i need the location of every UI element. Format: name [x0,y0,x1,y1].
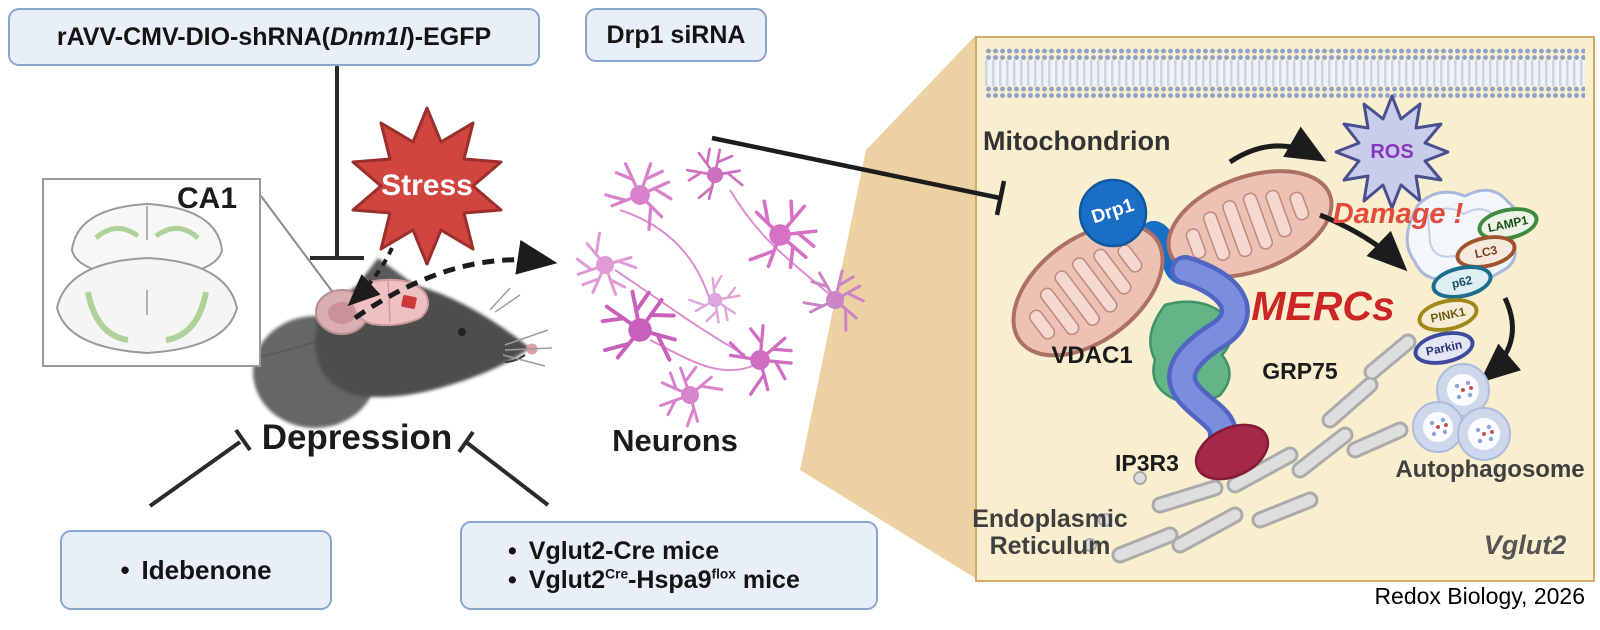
drp1-inhibition-line [711,135,1007,216]
neuron-network-illustration [566,136,870,435]
vglut2-label: Vglut2 [1483,530,1567,560]
ca1-label: CA1 [176,182,237,215]
lipid-tails [985,60,1585,86]
mouse-to-neurons-arrow [353,239,558,321]
mice-line-1: •Vglut2-Cre mice [508,536,720,565]
mouse-illustration [253,258,553,428]
grp75-label: GRP75 [1262,358,1338,384]
construct-text: rAVV-CMV-DIO-shRNA(Dnm1l)-EGFP [56,22,492,51]
construct-inhibition-line [310,62,364,260]
damage-label: Damage ! [1332,198,1464,230]
vdac1-label: VDAC1 [1051,342,1133,369]
idebenone-inhibition-line [148,428,252,508]
idebenone-box: • Idebenone [60,530,332,610]
construct-box: rAVV-CMV-DIO-shRNA(Dnm1l)-EGFP [8,8,540,66]
idebenone-label: Idebenone [141,554,272,585]
stress-to-mouse-arrow [347,247,394,307]
bullet-icon: • [120,554,130,585]
er-label: Endoplasmic Reticulum [972,505,1128,560]
lipid-heads-bottom [985,86,1585,98]
neurons-label: Neurons [612,423,738,458]
depression-label: Depression [261,418,453,457]
stress-label: Stress [381,169,473,202]
autophagosome-label: Autophagosome [1395,456,1585,483]
sirna-label: Drp1 siRNA [606,20,746,49]
journal-credit: Redox Biology, 2026 [1374,583,1585,609]
ca1-brain-box: CA1 [42,178,261,367]
mice-line-2: •Vglut2Cre-Hspa9flox mice [508,565,800,594]
cell-membrane [985,48,1585,98]
mercs-label: MERCs [1251,283,1395,329]
bullet-icon: • [508,565,517,594]
brain-sections-illustration [55,202,239,355]
mice-box: •Vglut2-Cre mice •Vglut2Cre-Hspa9flox mi… [460,521,878,610]
lipid-heads-top [985,48,1585,60]
ca1-zoom-lines [257,191,353,359]
ip3r3-label: IP3R3 [1115,450,1179,476]
sirna-box: Drp1 siRNA [585,8,767,62]
mitochondrion-label: Mitochondrion [983,126,1171,156]
bullet-icon: • [508,536,517,565]
ros-label: ROS [1370,141,1414,163]
